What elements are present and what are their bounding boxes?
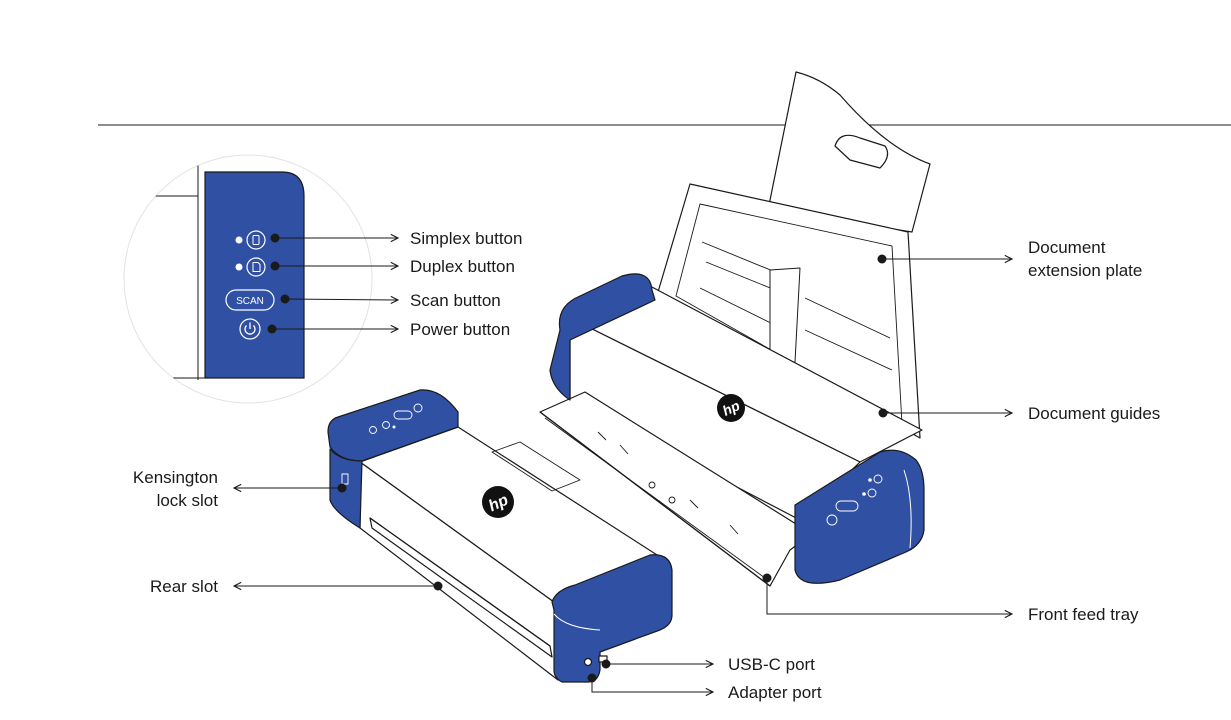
control-panel-inset: SCAN	[123, 154, 373, 404]
hp-logo-open: hp	[717, 394, 745, 422]
scanner-open	[539, 71, 931, 587]
label-kensington-line1: Kensington	[132, 468, 218, 487]
label-usbc-port: USB-C port	[728, 655, 815, 674]
label-duplex-button: Duplex button	[410, 257, 515, 276]
main-callouts	[234, 259, 1012, 692]
inset-callouts	[272, 238, 398, 329]
label-simplex-button: Simplex button	[410, 229, 523, 248]
label-scan-button: Scan button	[410, 291, 501, 310]
label-doc-extension-line1: Document	[1028, 238, 1106, 257]
label-adapter-port: Adapter port	[728, 683, 822, 702]
scan-pill-label: SCAN	[236, 296, 264, 307]
simplex-icon	[246, 230, 266, 250]
label-doc-extension-line2: extension plate	[1028, 261, 1143, 280]
duplex-icon	[246, 257, 266, 277]
scan-pill	[225, 289, 275, 311]
svg-text:hp: hp	[486, 491, 511, 515]
label-front-feed-tray: Front feed tray	[1028, 605, 1139, 624]
label-rear-slot: Rear slot	[149, 577, 218, 596]
scanner-closed	[327, 389, 673, 683]
power-icon	[239, 318, 261, 340]
inset-callout-dots	[267, 233, 290, 334]
hp-logo-closed: hp	[482, 486, 514, 518]
svg-text:hp: hp	[720, 397, 743, 419]
main-callout-dots	[337, 254, 888, 683]
label-power-button: Power button	[410, 320, 511, 339]
label-kensington-line2: lock slot	[156, 491, 218, 510]
label-document-guides: Document guides	[1028, 404, 1161, 423]
